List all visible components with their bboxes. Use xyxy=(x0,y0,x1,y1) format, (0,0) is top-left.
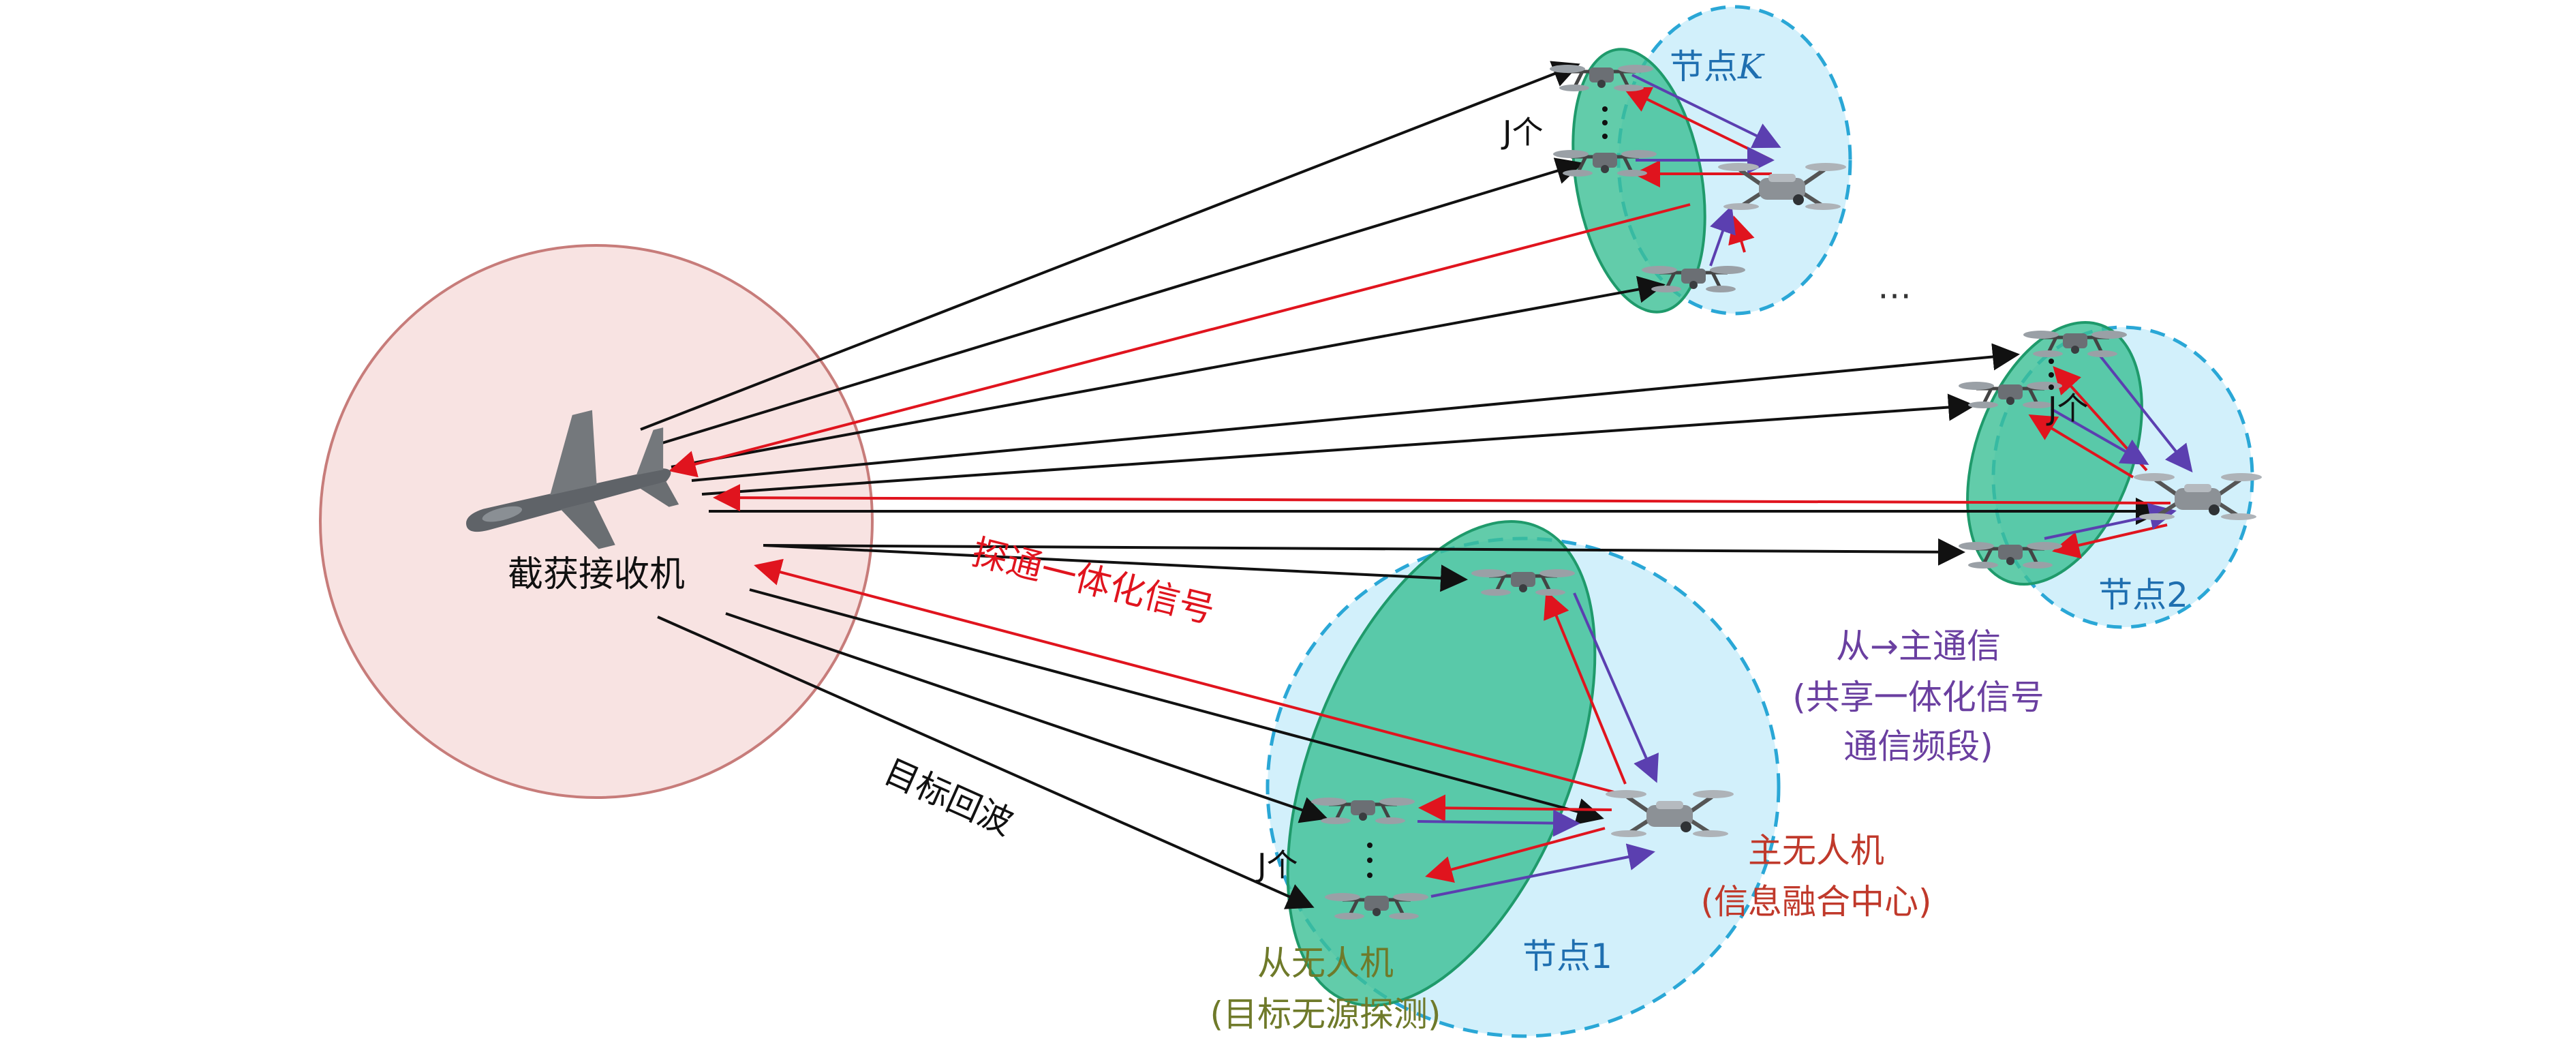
echo-arrow-k1 xyxy=(640,61,1580,431)
j-count-label-2: J个 xyxy=(2046,390,2089,427)
echo-arrows xyxy=(640,61,2163,909)
j-count-label-k: J个 xyxy=(1501,114,1544,151)
signal-arrow-k xyxy=(669,203,1691,478)
signal-arrows xyxy=(669,203,2171,796)
target-echo-label: 目标回波 xyxy=(878,751,1019,843)
node-ellipsis: ⋯ xyxy=(1877,275,1912,315)
echo-arrow-n1d xyxy=(657,616,1315,909)
receiver-label: 截获接收机 xyxy=(508,554,685,595)
link-sub1-label: (共享一体化信号 xyxy=(1792,678,2044,717)
j-count-label-1: J个 xyxy=(1255,847,1298,883)
node-2-label: 节点2 xyxy=(2098,575,2188,615)
echo-arrow-n1b xyxy=(749,588,1604,825)
echo-arrow-k2 xyxy=(650,157,1584,448)
echo-arrow-n1a xyxy=(763,544,1468,592)
link-title-label: 从→主通信 xyxy=(1836,626,2001,666)
slave-uav-sublabel: (目标无源探测) xyxy=(1210,995,1441,1034)
echo-arrow-n2a xyxy=(691,343,2020,482)
echo-arrow-k3 xyxy=(671,275,1666,468)
vertical-ellipsis xyxy=(1367,106,2054,878)
signal-arrow-1 xyxy=(754,558,1623,796)
master-uav-sublabel: (信息融合中心) xyxy=(1700,882,1931,922)
node-1-label: 节点1 xyxy=(1522,937,1612,976)
node-k-label: 节点K xyxy=(1670,47,1765,87)
aircraft-icon xyxy=(465,410,679,549)
slave-uav-label: 从无人机 xyxy=(1257,943,1394,983)
echo-arrow-n2b xyxy=(701,393,1976,496)
signal-arrow-2 xyxy=(713,484,2171,512)
echo-arrow-n2d xyxy=(763,538,1965,566)
master-uav-label: 主无人机 xyxy=(1748,831,1884,870)
intra-node-links xyxy=(1417,74,2193,898)
link-sub2-label: 通信频段) xyxy=(1843,727,1993,766)
echo-arrow-n1c xyxy=(725,612,1328,823)
